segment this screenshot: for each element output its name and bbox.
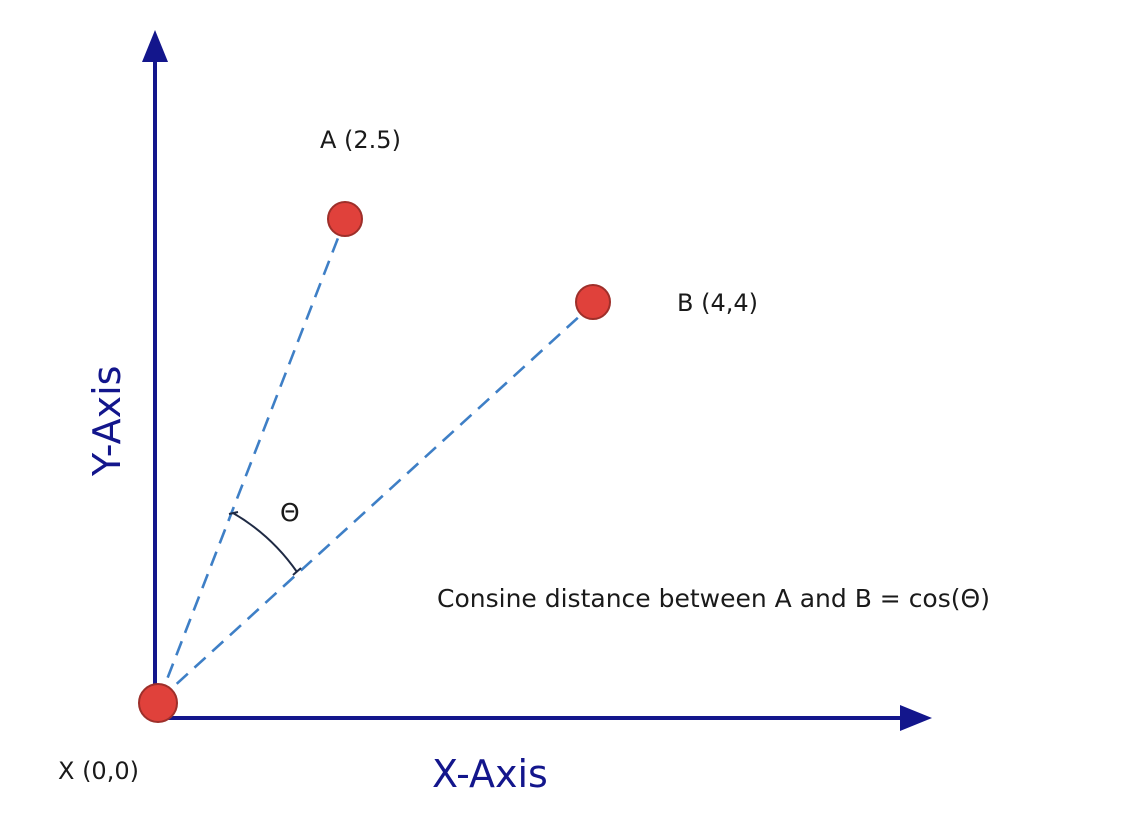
point-b-label: B (4,4) <box>677 289 758 317</box>
angle-arc <box>232 512 298 573</box>
point-a-label: A (2.5) <box>320 126 401 154</box>
y-axis-arrowhead <box>142 30 168 62</box>
angle-arc-tick-b <box>292 567 302 576</box>
y-axis-title: Y-Axis <box>85 366 129 477</box>
vector-origin-to-a <box>157 219 347 701</box>
point-b <box>575 284 611 320</box>
angle-arc-tick-a <box>228 511 239 515</box>
point-origin-label: X (0,0) <box>58 757 139 785</box>
point-origin <box>138 683 178 723</box>
cosine-caption: Consine distance between A and B = cos(Θ… <box>437 584 990 613</box>
vector-origin-to-b <box>158 302 595 701</box>
x-axis-title: X-Axis <box>432 752 548 796</box>
angle-symbol: Θ <box>280 498 300 527</box>
x-axis-arrowhead <box>900 705 932 731</box>
point-a <box>327 201 363 237</box>
